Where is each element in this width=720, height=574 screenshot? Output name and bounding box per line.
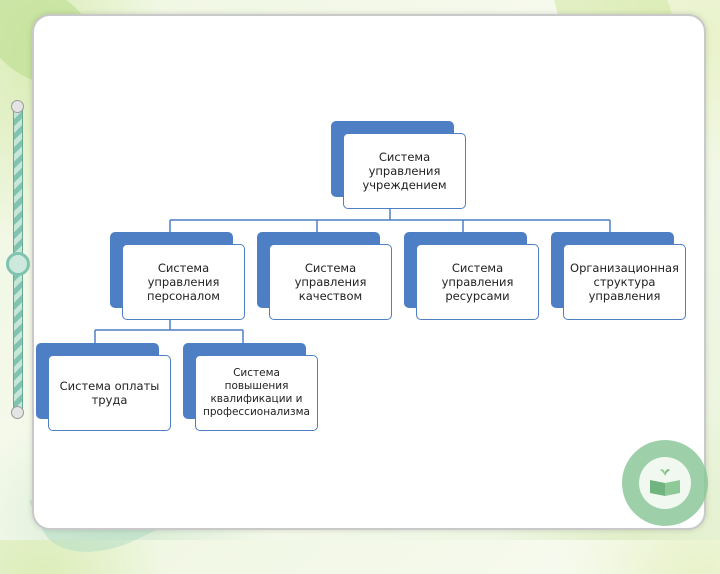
node-qualification-box: Система повышения квалификации и професс… xyxy=(195,355,318,431)
emblem-logo xyxy=(622,440,708,526)
connector-lines xyxy=(94,208,611,343)
node-quality: Система управления качеством xyxy=(257,232,392,320)
node-personnel: Система управления персоналом xyxy=(110,232,245,320)
node-qualification-label: Система повышения квалификации и професс… xyxy=(203,367,310,418)
node-pay-system: Система оплаты труда xyxy=(36,343,171,431)
node-personnel-box: Система управления персоналом xyxy=(122,244,245,320)
node-org-structure-label: Организационная структура управления xyxy=(570,261,679,303)
node-resources-label: Система управления ресурсами xyxy=(441,261,514,303)
ring-icon xyxy=(11,100,24,113)
node-resources-box: Система управления ресурсами xyxy=(416,244,539,320)
node-pay-system-box: Система оплаты труда xyxy=(48,355,171,431)
node-personnel-label: Система управления персоналом xyxy=(147,261,220,303)
node-root: Система управления учреждением xyxy=(331,121,466,209)
node-quality-box: Система управления качеством xyxy=(269,244,392,320)
node-resources: Система управления ресурсами xyxy=(404,232,539,320)
node-qualification: Система повышения квалификации и професс… xyxy=(183,343,318,431)
node-root-label: Система управления учреждением xyxy=(362,150,447,192)
knot-icon xyxy=(6,252,30,276)
node-pay-system-label: Система оплаты труда xyxy=(59,379,160,407)
open-book-sprout-icon xyxy=(639,457,691,509)
ring-icon xyxy=(11,406,24,419)
node-root-box: Система управления учреждением xyxy=(343,133,466,209)
node-quality-label: Система управления качеством xyxy=(294,261,367,303)
node-org-structure: Организационная структура управления xyxy=(551,232,686,320)
node-org-structure-box: Организационная структура управления xyxy=(563,244,686,320)
